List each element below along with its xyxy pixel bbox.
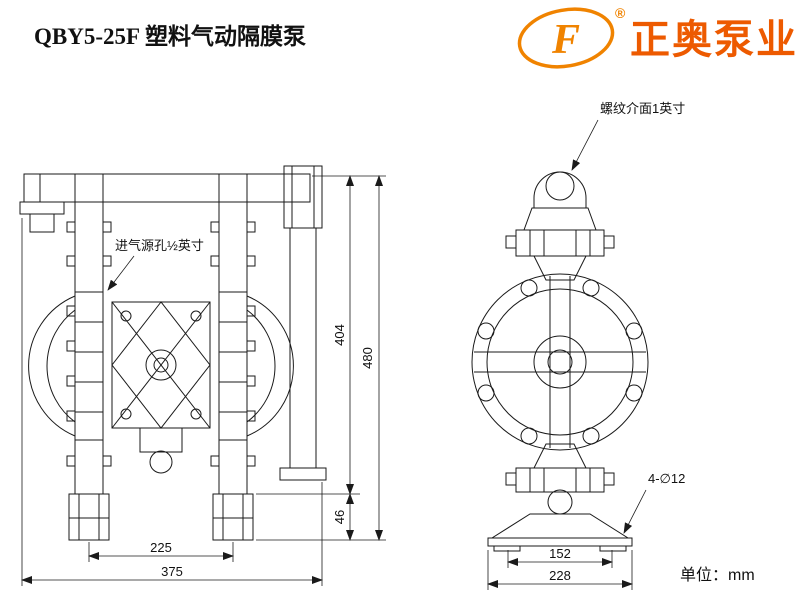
page-title: QBY5-25F 塑料气动隔膜泵 — [34, 23, 306, 49]
callout-base-holes: 4-∅12 — [623, 471, 685, 534]
lower-necks — [66, 427, 256, 495]
logo-monogram-icon: F — [551, 17, 580, 63]
brand-name: 正奥泵业 — [630, 18, 798, 62]
diaphragm-chambers — [28, 295, 294, 437]
side-view-drawing — [471, 171, 649, 552]
air-valve-block — [111, 301, 211, 429]
lower-clamp — [505, 443, 615, 515]
callout-air-inlet: 进气源孔½英寸 — [107, 238, 204, 291]
left-elbow-pipe — [19, 173, 65, 233]
right-discharge-column — [279, 165, 327, 481]
dim-foot-span: 225 — [150, 540, 172, 555]
pump-body-round — [471, 273, 649, 451]
dim-base-width: 228 — [549, 568, 571, 583]
brand-logo: F ® 正奥泵业 — [517, 5, 798, 69]
side-view-dimensions: 152 228 — [487, 546, 633, 590]
dim-overall-height: 480 — [360, 347, 375, 369]
upper-clamp — [505, 229, 615, 281]
top-manifold-pipe — [39, 173, 311, 203]
registered-trademark-symbol: ® — [615, 5, 626, 21]
dim-base-inner: 152 — [549, 546, 571, 561]
air-inlet-label: 进气源孔½英寸 — [115, 238, 204, 253]
base-plate — [487, 513, 633, 552]
diaphragm-clamp-bands — [66, 291, 256, 441]
front-view-dimensions: 404 46 480 225 375 — [21, 175, 386, 586]
callout-thread-interface: 螺纹介面1英寸 — [571, 101, 685, 171]
front-view-drawing — [19, 165, 327, 541]
dim-foot-height: 46 — [332, 510, 347, 524]
logo-ellipse-icon — [517, 7, 615, 69]
unit-label: 单位：mm — [680, 566, 755, 584]
dim-overall-width: 375 — [161, 564, 183, 579]
mounting-feet — [68, 493, 254, 541]
thread-interface-label: 螺纹介面1英寸 — [600, 101, 685, 116]
threaded-port — [523, 171, 597, 231]
base-holes-label: 4-∅12 — [648, 471, 685, 486]
dim-body-height: 404 — [332, 324, 347, 346]
